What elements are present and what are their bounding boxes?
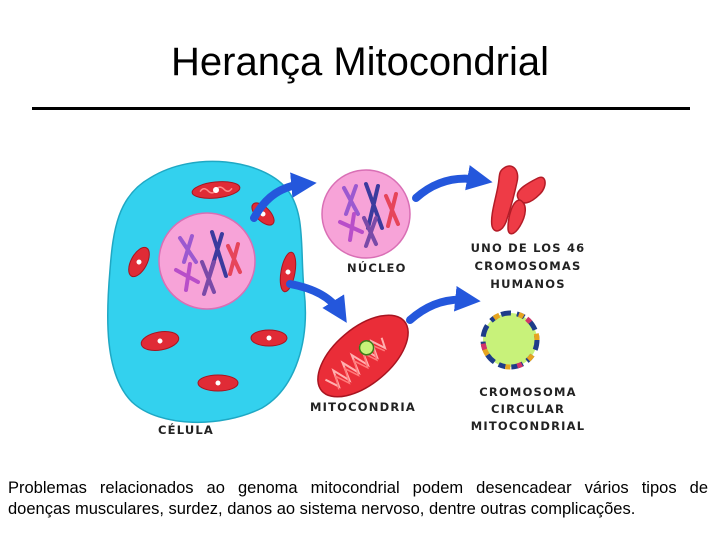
cell-mitochondria	[128, 181, 297, 392]
arrow-cell-to-mitochondrion	[286, 280, 347, 323]
circular-mitochondrial-chromosome-icon	[480, 310, 540, 370]
title-divider	[32, 107, 690, 110]
circular-dna-label-line-3: MITOCONDRIAL	[471, 419, 586, 433]
caption-text: Problemas relacionados ao genoma mitocon…	[8, 478, 708, 520]
cell-nucleus	[158, 212, 256, 310]
chromosome-label-line-2: CROMOSOMAS	[475, 259, 582, 273]
chromosome-label-line-3: HUMANOS	[490, 277, 565, 291]
caption-line-1: Problemas relacionados ao genoma mitocon…	[8, 479, 708, 497]
flow-arrows	[250, 165, 493, 324]
arrow-nucleus-to-chromosome	[412, 165, 493, 202]
nucleus-enlarged	[321, 169, 411, 259]
circular-dna-label: CROMOSOMA CIRCULAR MITOCONDRIAL	[471, 385, 586, 433]
arrow-cell-to-nucleus	[250, 172, 317, 222]
human-chromosome-icon	[490, 165, 546, 235]
mitochondrion-label: MITOCONDRIA	[310, 400, 416, 414]
arrow-mitochondrion-to-circular-dna	[406, 285, 481, 324]
chromosome-label: UNO DE LOS 46 CROMOSOMAS HUMANOS	[471, 241, 586, 291]
slide-title: Herança Mitocondrial	[171, 40, 549, 84]
circular-dna-label-line-2: CIRCULAR	[491, 402, 565, 416]
nucleus-label: NÚCLEO	[347, 260, 407, 275]
chromosome-label-line-1: UNO DE LOS 46	[471, 241, 586, 255]
circular-dna-label-line-1: CROMOSOMA	[479, 385, 577, 399]
mitochondrion-enlarged	[317, 314, 409, 398]
cell-label: CÉLULA	[158, 422, 214, 437]
caption-line-2: doenças musculares, surdez, danos ao sis…	[8, 500, 636, 518]
